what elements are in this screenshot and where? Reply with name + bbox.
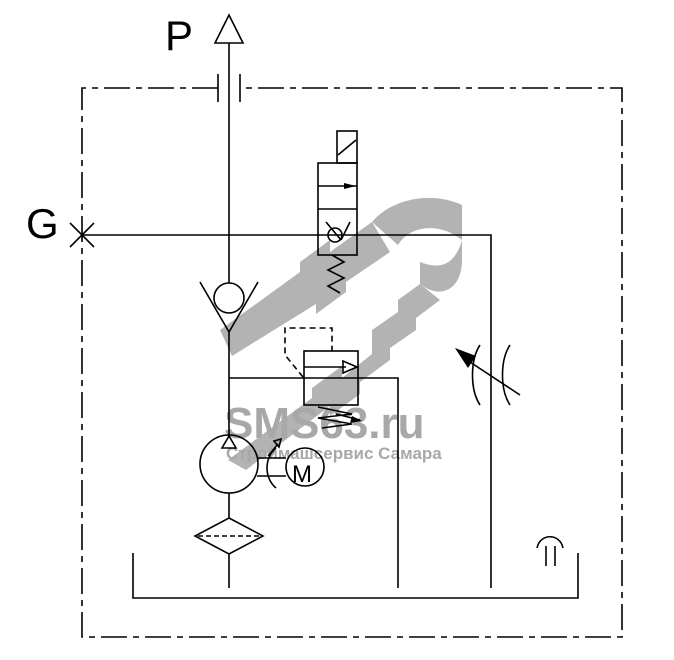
pressure-port-label: P <box>165 12 193 59</box>
enclosure-boundary <box>81 74 623 638</box>
motor: M <box>257 437 325 489</box>
gauge-port-label: G <box>26 200 59 247</box>
throttle-valve <box>455 344 521 406</box>
tank-symbol <box>536 535 564 566</box>
filter <box>193 493 265 588</box>
motor-label: M <box>292 461 312 488</box>
return-line <box>229 377 399 588</box>
valve-spring <box>326 254 346 294</box>
watermark-brand: SMS63.ru <box>224 399 425 448</box>
gauge-line <box>82 234 492 588</box>
gauge-port: G <box>26 200 95 248</box>
solenoid-valve <box>317 130 358 294</box>
tank <box>132 553 579 599</box>
pressure-port: P <box>165 12 245 59</box>
